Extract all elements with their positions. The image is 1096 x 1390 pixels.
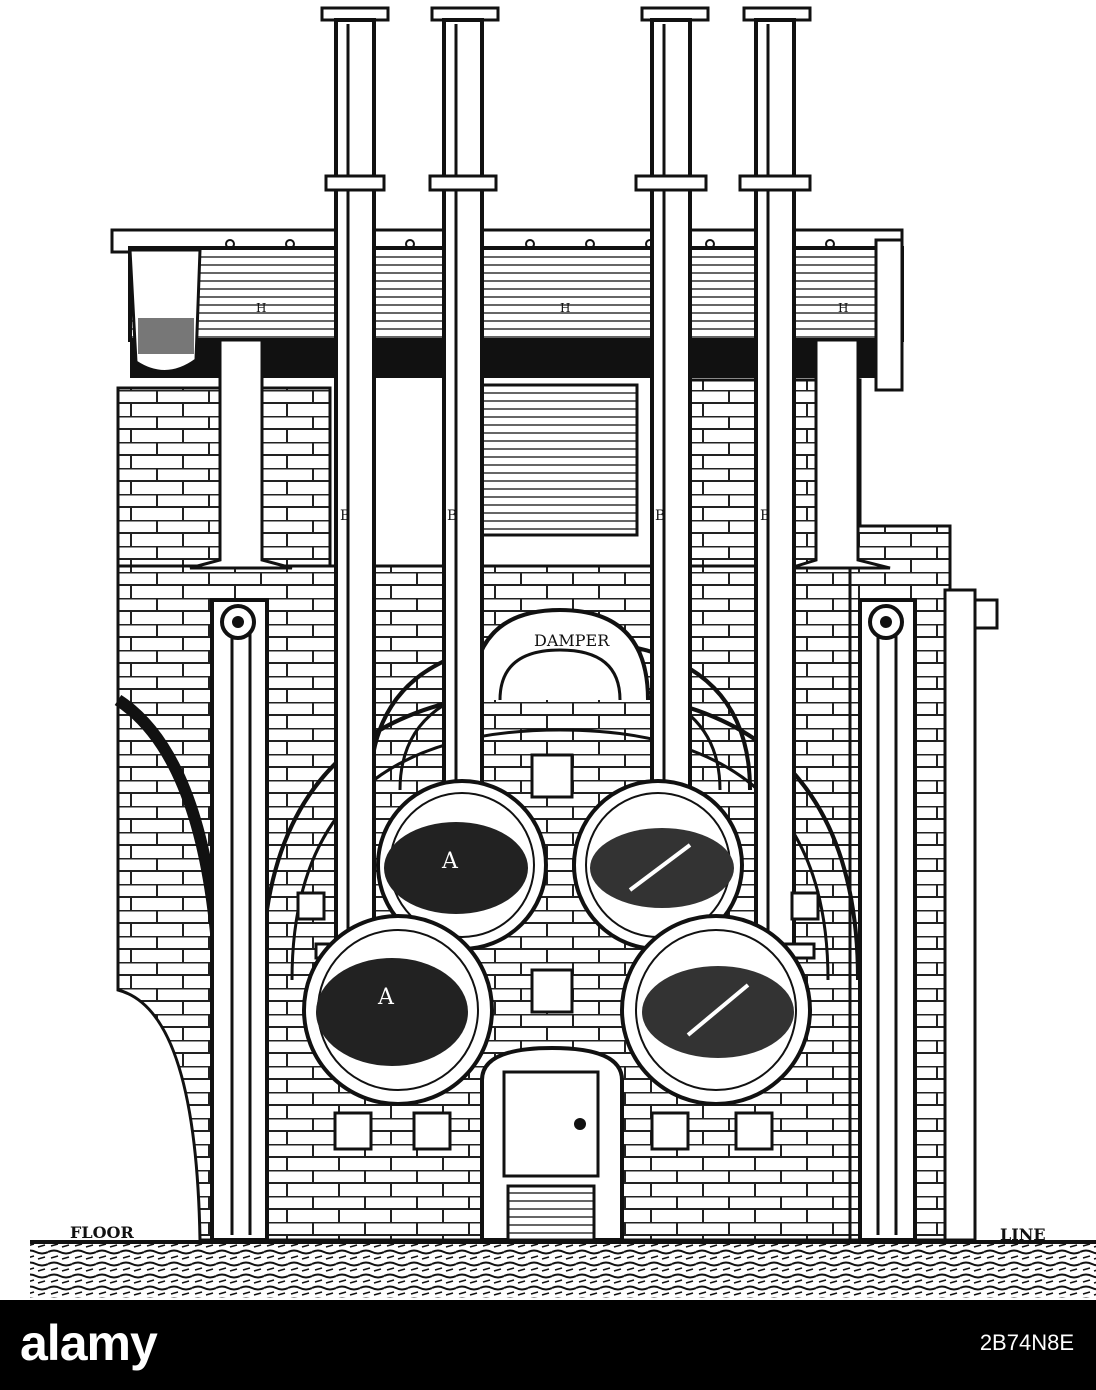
boiler-heads — [302, 779, 812, 1106]
peep-openings — [296, 753, 820, 1151]
label-pipe-b-1: B — [340, 508, 350, 524]
furnace-door — [480, 1045, 624, 1242]
label-pipe-b-2: B — [447, 508, 457, 524]
label-header-h-2: H — [560, 301, 570, 315]
boiler-head-lower-left — [302, 914, 494, 1106]
boiler-head-upper-left — [376, 779, 548, 951]
label-pipe-b-3: B — [655, 508, 665, 524]
image-id: 2B74N8E — [979, 1330, 1074, 1355]
label-pipe-b-4: B — [760, 508, 770, 524]
boiler-setting-illustration: DAMPER FLOOR LINE B B B B H H H A A — [30, 6, 1096, 1298]
boiler-head-lower-right — [620, 914, 812, 1106]
label-header-h-3: H — [838, 301, 848, 315]
label-header-h-1: H — [256, 301, 266, 315]
label-floor: FLOOR — [70, 1223, 134, 1242]
label-damper: DAMPER — [534, 631, 610, 650]
label-line: LINE — [1000, 1225, 1046, 1244]
side-buckstays — [210, 588, 999, 1242]
boiler-head-upper-right — [572, 779, 744, 951]
steam-pipe-1 — [314, 6, 396, 962]
watermark-footer: alamy 2B74N8E — [0, 1300, 1096, 1390]
drum-supports — [189, 338, 891, 570]
label-boiler-a-2: A — [377, 985, 395, 1010]
label-boiler-a-1: A — [441, 849, 459, 874]
floor-ground — [30, 1240, 1096, 1298]
alamy-logo: alamy — [20, 1315, 158, 1371]
